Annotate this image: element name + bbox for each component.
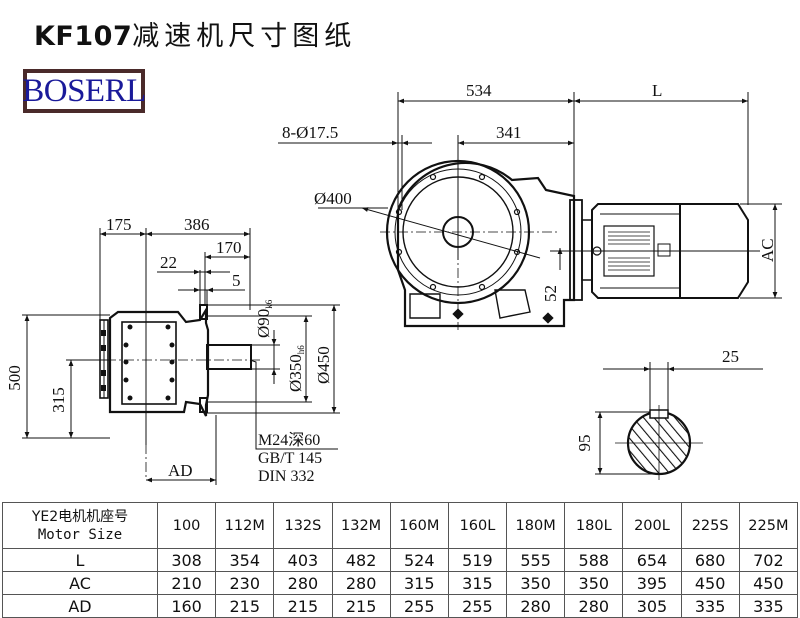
dim-dia400: Ø400 <box>314 189 352 208</box>
value-cell: 403 <box>273 548 333 572</box>
value-cell: 280 <box>564 594 624 618</box>
dim-shaft-height: 95 <box>575 435 594 452</box>
table-row-AC: AC 210 230 280 280 315 315 350 350 395 4… <box>2 571 799 595</box>
value-cell: 702 <box>738 548 799 572</box>
value-cell: 255 <box>447 594 508 618</box>
value-cell: 654 <box>622 548 682 572</box>
size-cell: 112M <box>215 502 275 549</box>
size-cell: 160L <box>447 502 508 549</box>
technical-drawing: 175 386 170 22 5 500 315 Ø90k6 Ø350h6 Ø4… <box>5 81 782 485</box>
row-label: AC <box>2 571 158 595</box>
table-corner-header: YE2电机机座号 Motor Size <box>2 502 158 549</box>
size-cell: 132M <box>331 502 391 549</box>
dim-22: 22 <box>160 253 177 272</box>
dim-534: 534 <box>466 81 492 100</box>
value-cell: 160 <box>156 594 217 618</box>
dim-315: 315 <box>49 387 68 413</box>
side-view-labels: 175 386 170 22 5 500 315 Ø90k6 Ø350h6 Ø4… <box>5 215 333 480</box>
dim-AC: AC <box>758 238 777 262</box>
size-cell: 180L <box>564 502 624 549</box>
dim-386: 386 <box>184 215 210 234</box>
value-cell: 680 <box>680 548 740 572</box>
shaft-section <box>595 362 763 480</box>
logo-text: BOSERL <box>22 72 146 109</box>
note-standard-gb: GB/T 145 <box>258 450 323 467</box>
value-cell: 280 <box>331 571 391 595</box>
value-cell: 588 <box>564 548 624 572</box>
size-cell: 132S <box>273 502 333 549</box>
dim-holes: 8-Ø17.5 <box>282 123 338 142</box>
front-view <box>278 92 782 330</box>
size-cell: 160M <box>389 502 449 549</box>
value-cell: 280 <box>506 594 566 618</box>
value-cell: 315 <box>389 571 449 595</box>
value-cell: 519 <box>447 548 508 572</box>
value-cell: 215 <box>331 594 391 618</box>
title-cn: 减速机尺寸图纸 <box>132 21 357 52</box>
value-cell: 280 <box>273 571 333 595</box>
size-cell: 225S <box>680 502 740 549</box>
value-cell: 524 <box>389 548 449 572</box>
value-cell: 255 <box>389 594 449 618</box>
dim-52: 52 <box>541 285 560 302</box>
dim-dia350: Ø350h6 <box>286 345 306 392</box>
value-cell: 230 <box>215 571 275 595</box>
motor-size-table: YE2电机机座号 Motor Size 100 112M 132S 132M 1… <box>2 502 799 618</box>
size-cell: 180M <box>506 502 566 549</box>
value-cell: 354 <box>215 548 275 572</box>
note-thread: M24深60 <box>258 432 321 449</box>
table-row-L: L 308 354 403 482 524 519 555 588 654 68… <box>2 548 799 572</box>
value-cell: 215 <box>215 594 275 618</box>
header-en: Motor Size <box>37 526 123 543</box>
value-cell: 308 <box>156 548 217 572</box>
value-cell: 482 <box>331 548 391 572</box>
value-cell: 315 <box>447 571 508 595</box>
dim-341: 341 <box>496 123 522 142</box>
value-cell: 450 <box>738 571 799 595</box>
value-cell: 215 <box>273 594 333 618</box>
shaft-section-labels: 25 95 <box>575 347 739 452</box>
dim-L: L <box>652 81 662 100</box>
dim-key-width: 25 <box>722 347 739 366</box>
front-view-labels: 534 L 8-Ø17.5 341 Ø400 52 AC <box>282 81 777 302</box>
size-cell: 225M <box>738 502 799 549</box>
table-header-row: YE2电机机座号 Motor Size 100 112M 132S 132M 1… <box>2 502 799 549</box>
value-cell: 350 <box>564 571 624 595</box>
dim-5: 5 <box>232 271 241 290</box>
value-cell: 555 <box>506 548 566 572</box>
table-row-AD: AD 160 215 215 215 255 255 280 280 305 3… <box>2 594 799 618</box>
side-view <box>22 228 340 485</box>
brand-logo: BOSERL <box>22 69 146 113</box>
dim-175: 175 <box>106 215 132 234</box>
value-cell: 450 <box>680 571 740 595</box>
dim-dia450: Ø450 <box>314 346 333 384</box>
value-cell: 335 <box>738 594 799 618</box>
dim-dia90: Ø90k6 <box>254 299 274 338</box>
size-cell: 100 <box>156 502 217 549</box>
dim-170: 170 <box>216 238 242 257</box>
size-cell: 200L <box>622 502 682 549</box>
row-label: L <box>2 548 158 572</box>
dim-ad: AD <box>168 461 193 480</box>
value-cell: 350 <box>506 571 566 595</box>
note-standard-din: DIN 332 <box>258 468 315 485</box>
value-cell: 305 <box>622 594 682 618</box>
dim-500: 500 <box>5 365 24 391</box>
row-label: AD <box>2 594 158 618</box>
page-title: KF107减速机尺寸图纸 <box>34 14 356 53</box>
header-cn: YE2电机机座号 <box>31 508 129 525</box>
value-cell: 395 <box>622 571 682 595</box>
title-model: KF107 <box>34 21 133 52</box>
value-cell: 210 <box>156 571 217 595</box>
value-cell: 335 <box>680 594 740 618</box>
